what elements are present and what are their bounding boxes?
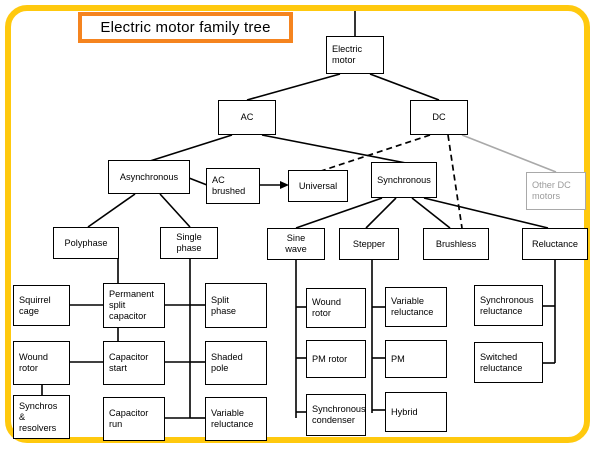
wire-synchronous-stepper <box>365 197 397 229</box>
node-label: Hybrid <box>391 406 418 417</box>
node-label: Universal <box>298 180 338 191</box>
node-label: Synchronous <box>377 174 431 185</box>
wire-synchronous-brushless <box>411 197 451 229</box>
node-reluctance[interactable]: Reluctance <box>522 228 588 260</box>
node-pm-rotor[interactable]: PM rotor <box>306 340 366 378</box>
wire-acbrushed-universal-arrow <box>259 181 289 189</box>
node-stepper[interactable]: Stepper <box>339 228 399 260</box>
node-label: PM <box>391 353 405 364</box>
node-dc[interactable]: DC <box>410 100 468 135</box>
node-label: Polyphase <box>64 237 108 248</box>
node-asynchronous[interactable]: Asynchronous <box>108 160 190 194</box>
node-brushless[interactable]: Brushless <box>423 228 489 260</box>
node-synchros-resolvers[interactable]: Synchros&resolvers <box>13 395 70 439</box>
node-label: Brushless <box>435 238 477 249</box>
wire-asynchronous-polyphase <box>87 193 136 228</box>
page-title: Electric motor family tree <box>100 19 271 36</box>
node-label: DC <box>432 112 446 122</box>
node-label: AC <box>240 112 254 122</box>
node-label: Asynchronous <box>119 171 179 182</box>
node-label: Stepper <box>352 238 386 249</box>
node-label: Synchros&resolvers <box>19 400 58 433</box>
wire-dc-brushless-dashed <box>447 134 463 229</box>
node-synchronous[interactable]: Synchronous <box>371 162 437 198</box>
node-pm[interactable]: PM <box>385 340 447 378</box>
wire-ac-asynchronous <box>149 134 233 162</box>
wire-synchronous-sinewave <box>295 197 383 229</box>
node-ac[interactable]: AC <box>218 100 276 135</box>
wire-ac-synchronous <box>261 134 407 164</box>
wire-root-dc <box>369 73 440 101</box>
wire-dc-otherdc-grey <box>461 134 557 173</box>
node-universal[interactable]: Universal <box>288 170 348 202</box>
wire-asynchronous-singlephase <box>159 193 191 228</box>
node-hybrid[interactable]: Hybrid <box>385 392 447 432</box>
wire-synchronous-reluctance <box>423 197 549 229</box>
node-label: PM rotor <box>312 353 348 364</box>
node-polyphase[interactable]: Polyphase <box>53 227 119 259</box>
diagram-title-plate: Electric motor family tree <box>78 12 293 43</box>
wire-root-ac <box>246 73 341 101</box>
node-label: Reluctance <box>532 238 578 249</box>
wire-asynchronous-acbrushed <box>188 177 208 186</box>
